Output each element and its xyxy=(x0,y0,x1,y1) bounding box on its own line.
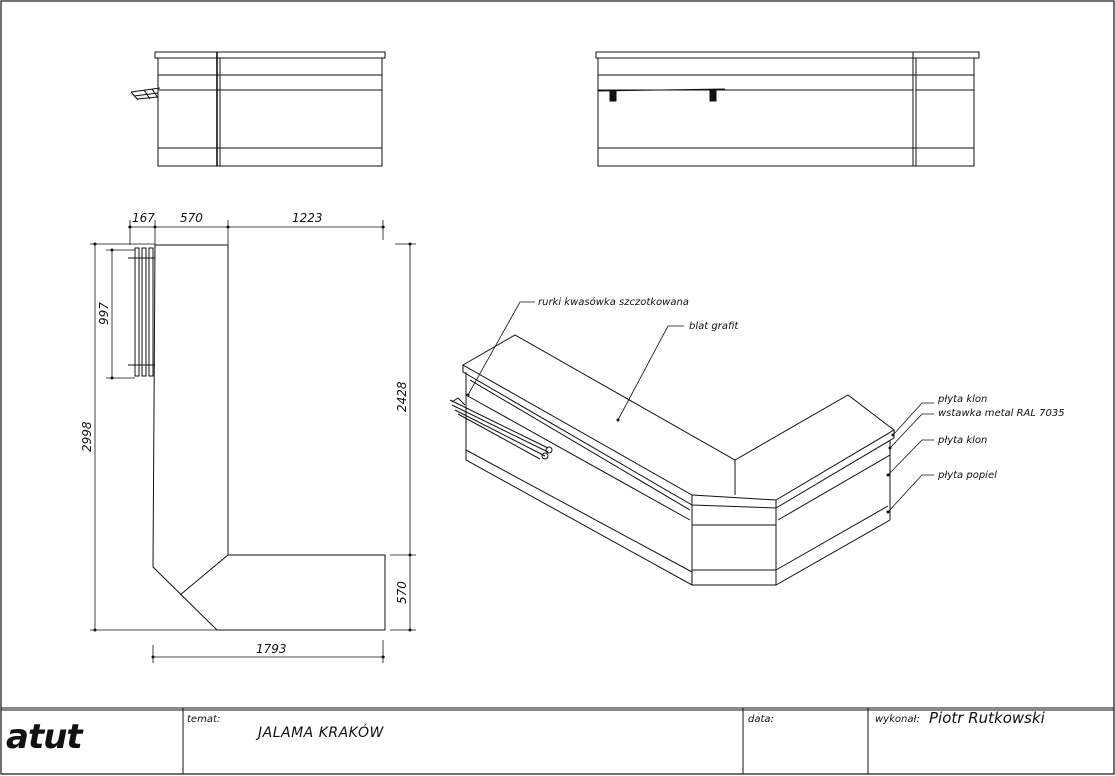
dim-top-167: 167 xyxy=(132,211,155,225)
callout-plate-ash: płyta popiel xyxy=(937,470,997,481)
dim-top-1223: 1223 xyxy=(292,211,323,225)
subject-label: temat: xyxy=(187,714,220,725)
callout-plate-maple-2: płyta klon xyxy=(937,435,987,446)
callout-tubes: rurki kwasówka szczotkowana xyxy=(538,296,689,308)
plan-view xyxy=(128,244,386,631)
date-label: data: xyxy=(748,714,774,725)
callout-plate-maple-1: płyta klon xyxy=(937,394,987,405)
plan-dimension-lines xyxy=(90,220,416,663)
author-label: wykonał: xyxy=(875,714,920,725)
callout-insert: wstawka metal RAL 7035 xyxy=(938,408,1065,419)
callout-worktop: blat grafit xyxy=(689,321,739,332)
callout-leaders xyxy=(466,301,934,514)
dim-top-570: 570 xyxy=(180,211,203,225)
dim-left-2998: 2998 xyxy=(80,421,94,452)
dim-right-2428: 2428 xyxy=(395,381,409,412)
title-block xyxy=(1,707,1114,774)
dim-left-997: 997 xyxy=(97,302,111,325)
company-logo: atut xyxy=(6,717,84,757)
dim-bottom-1793: 1793 xyxy=(256,642,287,656)
dim-right-570: 570 xyxy=(395,581,409,604)
subject-value: JALAMA KRAKÓW xyxy=(255,723,384,741)
author-value: Piotr Rutkowski xyxy=(929,709,1046,727)
front-elevation-left xyxy=(130,51,386,167)
isometric-view xyxy=(449,334,895,586)
front-elevation-right xyxy=(595,51,980,167)
